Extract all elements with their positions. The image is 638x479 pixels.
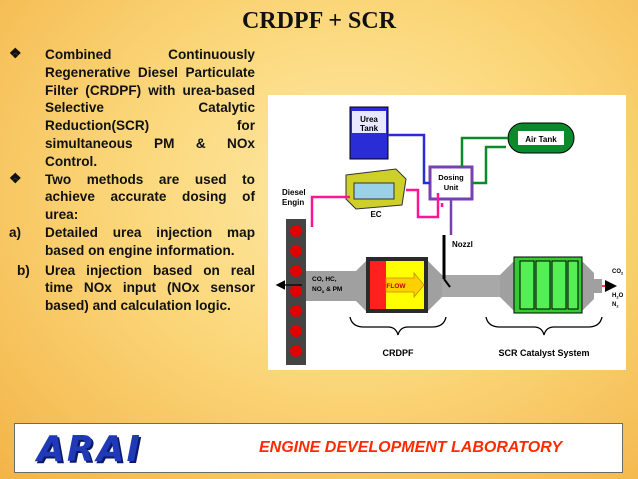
sub-item: a) Detailed urea injection map based on …	[9, 224, 255, 260]
diamond-bullet-icon: ❖	[9, 169, 22, 186]
diesel-engine-label-2: Engin	[282, 198, 304, 207]
flow-label: FLOW	[386, 283, 406, 290]
lab-name: ENGINE DEVELOPMENT LABORATORY	[259, 439, 563, 456]
crdpf-label: CRDPF	[383, 348, 415, 358]
sub-item-label: a)	[9, 224, 22, 240]
inlet-gases-label-2: NOx & PM	[312, 286, 342, 294]
bullet-list: ❖ Combined Continuously Regenerative Die…	[9, 45, 255, 315]
urea-tank-label-2: Tank	[360, 124, 379, 133]
outlet-n2: N2	[612, 302, 619, 309]
scr-catalyst	[513, 256, 583, 314]
outlet-co2: CO2	[612, 269, 624, 276]
dosing-unit-label-1: Dosing	[438, 173, 464, 182]
scr-label: SCR Catalyst System	[498, 348, 589, 358]
inlet-gases-label-1: CO, HC,	[312, 276, 337, 283]
crdpf-scr-diagram: Urea Tank Air Tank Dosing Unit EC	[268, 95, 626, 370]
dosing-unit-label-2: Unit	[444, 183, 459, 192]
sub-item-label: b)	[17, 262, 30, 278]
outlet-h2o: H2O	[612, 293, 624, 300]
crdpf-unit: FLOW	[366, 257, 428, 313]
urea-tank: Urea Tank	[349, 106, 389, 160]
footer-bar: ARAI ENGINE DEVELOPMENT LABORATORY	[14, 423, 623, 473]
exhaust-pipe: CO, HC, NOx & PM	[275, 261, 602, 311]
slide-title: CRDPF + SCR	[241, 8, 397, 34]
bullet-text: Combined Continuously Regenerative Diese…	[45, 47, 255, 169]
system-schematic: Urea Tank Air Tank Dosing Unit EC	[275, 106, 624, 365]
arai-logo: ARAI	[37, 429, 142, 470]
urea-tank-label-1: Urea	[360, 115, 378, 124]
ec-unit: EC	[345, 168, 407, 219]
sub-item-text: Detailed urea injection map based on eng…	[45, 224, 255, 258]
air-tank: Air Tank	[507, 122, 575, 154]
diamond-bullet-icon: ❖	[9, 45, 22, 61]
nozzle-label: Nozzl	[452, 240, 473, 249]
section-braces	[349, 316, 603, 336]
dosing-unit: Dosing Unit	[428, 165, 474, 201]
diesel-engine: Diesel Engin	[282, 188, 306, 365]
sub-item: b) Urea injection based on real time NOx…	[9, 262, 255, 315]
diesel-engine-label-1: Diesel	[282, 188, 306, 197]
bullet-item: ❖ Combined Continuously Regenerative Die…	[9, 45, 255, 171]
ec-label: EC	[370, 210, 381, 219]
air-tank-label: Air Tank	[525, 135, 557, 144]
outlet-gases: CO2 H2O N2	[602, 269, 624, 309]
nozzle: Nozzl	[442, 235, 473, 288]
sub-item-text: Urea injection based on real time NOx in…	[45, 262, 255, 314]
bullet-text: Two methods are used to achieve accurate…	[45, 171, 255, 223]
connection-lines	[310, 133, 508, 235]
bullet-item: ❖ Two methods are used to achieve accura…	[9, 169, 255, 224]
